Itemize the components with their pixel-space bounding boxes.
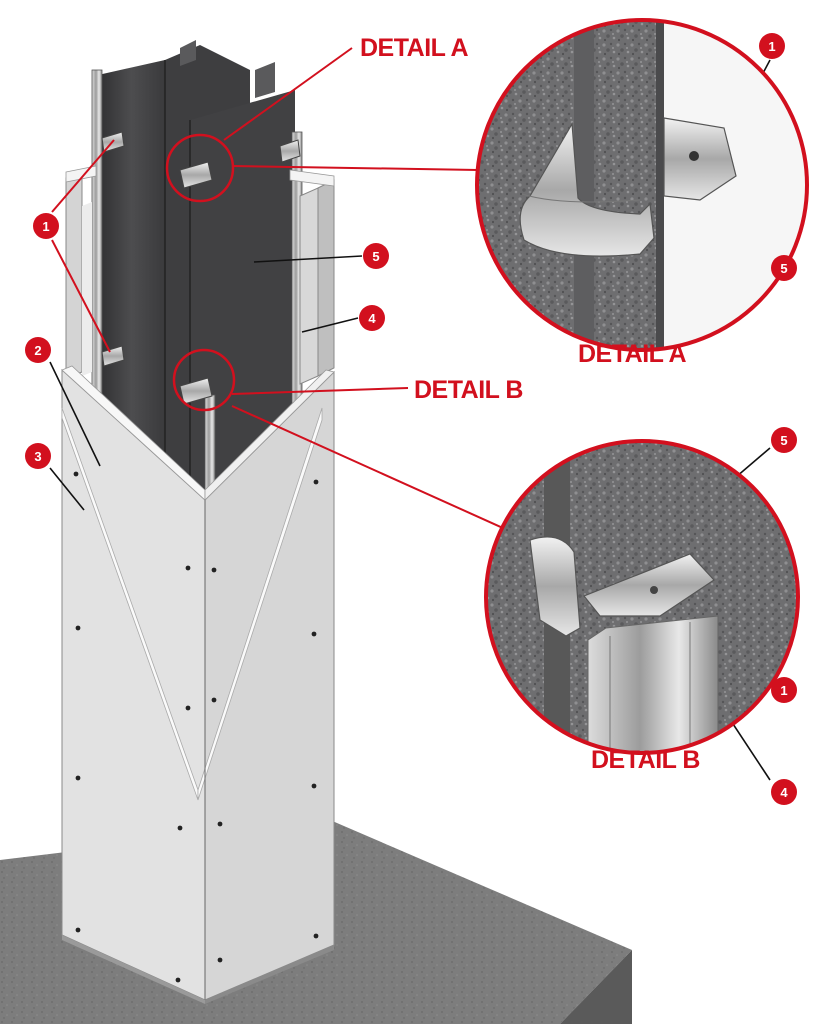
callout-3-left: 3 bbox=[25, 443, 51, 469]
detail-a-label-top: DETAIL A bbox=[360, 34, 468, 62]
callout-4-detail-b: 4 bbox=[771, 779, 797, 805]
svg-text:5: 5 bbox=[372, 249, 379, 264]
detail-a-label-bottom: DETAIL A bbox=[578, 340, 686, 368]
callout-1-detail-b: 1 bbox=[771, 677, 797, 703]
svg-text:1: 1 bbox=[768, 39, 775, 54]
board-enclosure bbox=[61, 365, 335, 1004]
svg-text:3: 3 bbox=[34, 449, 41, 464]
detail-b-magnified bbox=[484, 439, 800, 755]
callout-4-mid: 4 bbox=[359, 305, 385, 331]
svg-text:1: 1 bbox=[42, 219, 49, 234]
callout-1-left: 1 bbox=[33, 213, 59, 239]
screws bbox=[73, 471, 319, 983]
svg-text:1: 1 bbox=[780, 683, 787, 698]
callout-5-detail-a: 5 bbox=[771, 255, 797, 281]
detail-rings bbox=[165, 133, 236, 412]
detail-b-label-bottom: DETAIL B bbox=[591, 746, 700, 774]
svg-text:2: 2 bbox=[34, 343, 41, 358]
callout-2-left: 2 bbox=[25, 337, 51, 363]
svg-text:4: 4 bbox=[368, 311, 376, 326]
detail-b-label-mid: DETAIL B bbox=[414, 376, 523, 404]
svg-text:5: 5 bbox=[780, 261, 787, 276]
callout-1-top-right: 1 bbox=[759, 33, 785, 59]
callout-5-detail-b: 5 bbox=[771, 427, 797, 453]
svg-text:5: 5 bbox=[780, 433, 787, 448]
callout-5-mid: 5 bbox=[363, 243, 389, 269]
connector-lines bbox=[51, 47, 515, 534]
svg-text:4: 4 bbox=[780, 785, 788, 800]
